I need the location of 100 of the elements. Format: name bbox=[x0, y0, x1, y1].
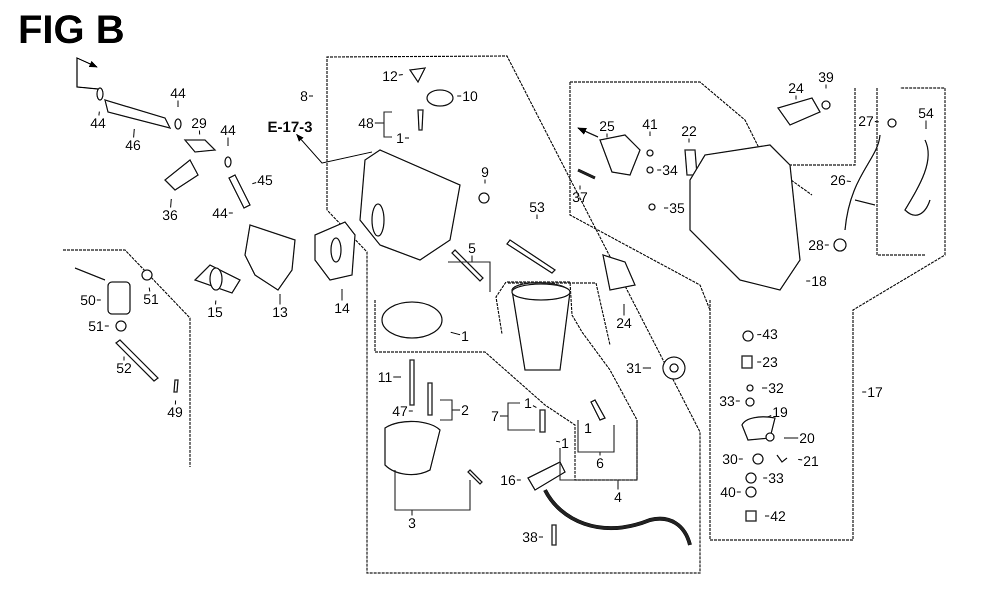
callout-number: 33 bbox=[768, 470, 784, 486]
leader-line bbox=[738, 458, 743, 460]
bracket bbox=[448, 261, 491, 292]
leader-line bbox=[736, 491, 741, 493]
leader-line bbox=[374, 122, 384, 124]
bracket bbox=[440, 399, 453, 421]
leader-line bbox=[762, 387, 768, 389]
leader-line bbox=[874, 121, 879, 122]
leader-line bbox=[96, 299, 101, 301]
leader-line bbox=[767, 415, 772, 418]
leader-line bbox=[688, 138, 690, 142]
callout-number: 1 bbox=[396, 130, 404, 146]
leader-line bbox=[532, 405, 537, 408]
leader-line bbox=[133, 128, 135, 138]
callout-number: 1 bbox=[584, 420, 592, 436]
leader-line bbox=[104, 325, 109, 327]
leader-line bbox=[452, 409, 460, 411]
bracket bbox=[559, 420, 638, 481]
leader-line bbox=[795, 96, 797, 100]
callout-number: 28 bbox=[808, 238, 824, 252]
callout-number: 10 bbox=[462, 88, 478, 104]
leader-line bbox=[457, 95, 462, 97]
callout-number: 43 bbox=[762, 326, 778, 342]
callout-number: 3 bbox=[408, 516, 416, 530]
callout-number: 53 bbox=[529, 200, 545, 214]
callout-number: 44 bbox=[220, 122, 236, 138]
leader-line bbox=[536, 214, 538, 219]
callout-number: 25 bbox=[599, 118, 615, 134]
callout-number: 24 bbox=[616, 316, 632, 330]
callout-number: 18 bbox=[811, 274, 827, 288]
callout-number: 52 bbox=[116, 360, 132, 376]
callout-number: 4 bbox=[614, 490, 622, 504]
leader-line bbox=[148, 287, 150, 292]
callout-number: 39 bbox=[818, 70, 834, 84]
callout-number: 7 bbox=[491, 408, 499, 424]
callout-number: 54 bbox=[918, 106, 934, 120]
callout-number: 48 bbox=[358, 116, 374, 130]
leader-line bbox=[757, 361, 762, 363]
leader-line bbox=[765, 515, 770, 517]
leader-line bbox=[579, 186, 581, 190]
leader-line bbox=[404, 137, 409, 139]
reference-label: E-17-3 bbox=[267, 120, 313, 134]
callout-number: 38 bbox=[522, 530, 538, 544]
callout-number: 42 bbox=[770, 508, 786, 524]
callout-number: 8 bbox=[300, 88, 308, 104]
callout-number: 22 bbox=[681, 124, 697, 138]
callout-number: 12 bbox=[382, 68, 398, 84]
callout-number: 31 bbox=[626, 360, 642, 376]
leader-line bbox=[484, 180, 486, 184]
callout-number: 1 bbox=[561, 436, 569, 450]
callout-number: 40 bbox=[720, 484, 736, 500]
leader-line bbox=[664, 207, 668, 209]
callout-number: 23 bbox=[762, 354, 778, 370]
leader-line bbox=[824, 244, 829, 246]
leader-line bbox=[649, 132, 651, 136]
leader-line bbox=[228, 212, 233, 214]
bracket bbox=[383, 111, 392, 138]
leader-line bbox=[925, 120, 927, 129]
leader-line bbox=[846, 180, 851, 182]
callout-number: 47 bbox=[392, 404, 408, 418]
leader-line bbox=[471, 256, 473, 262]
callout-number: 49 bbox=[167, 404, 183, 420]
leader-line bbox=[825, 84, 827, 88]
leader-line bbox=[198, 130, 200, 135]
leader-line bbox=[862, 391, 866, 393]
leader-line bbox=[757, 334, 762, 336]
callout-number: 13 bbox=[272, 304, 288, 320]
callout-number: 5 bbox=[468, 240, 476, 256]
leader-line bbox=[599, 452, 601, 456]
leader-line bbox=[227, 138, 229, 146]
callout-number: 50 bbox=[80, 292, 96, 308]
callout-number: 51 bbox=[143, 292, 159, 306]
leader-line bbox=[411, 510, 413, 516]
leader-line bbox=[408, 410, 413, 412]
leader-line bbox=[798, 458, 802, 460]
callout-number: 41 bbox=[642, 116, 658, 132]
leader-line bbox=[214, 300, 216, 305]
callout-number: 9 bbox=[481, 164, 489, 180]
leader-line bbox=[252, 182, 256, 184]
callout-number: 33 bbox=[719, 394, 735, 408]
callout-number: 17 bbox=[867, 384, 883, 400]
callout-number: 11 bbox=[378, 370, 392, 384]
leader-line bbox=[308, 95, 313, 97]
reference-arrow bbox=[296, 134, 372, 164]
callout-number: 51 bbox=[88, 318, 104, 334]
callout-number: 30 bbox=[722, 452, 738, 466]
callout-number: 1 bbox=[461, 328, 469, 344]
leader-line bbox=[98, 111, 100, 116]
leader-line bbox=[170, 198, 172, 208]
leader-line bbox=[450, 332, 460, 336]
leader-line bbox=[642, 367, 651, 369]
leader-line bbox=[606, 134, 608, 138]
callout-number: 1 bbox=[524, 396, 532, 410]
callout-number: 32 bbox=[768, 380, 784, 396]
leader-line bbox=[736, 400, 740, 402]
leader-line bbox=[617, 480, 619, 490]
callout-number: 44 bbox=[170, 86, 186, 100]
callout-number: 27 bbox=[858, 114, 874, 128]
leader-line bbox=[123, 356, 125, 360]
leader-line bbox=[657, 169, 662, 171]
